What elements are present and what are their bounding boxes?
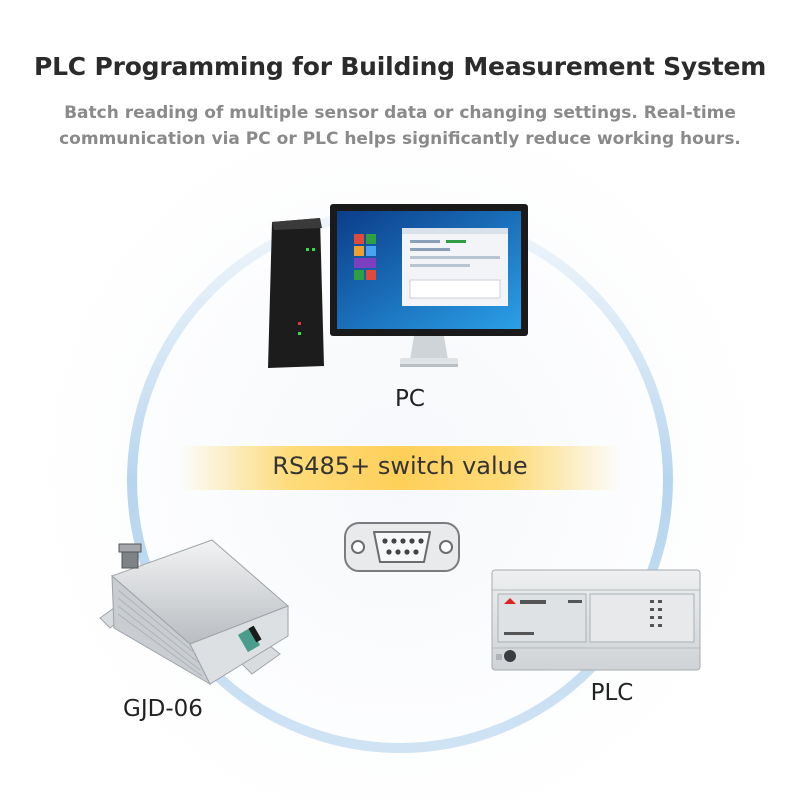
page-subtitle: Batch reading of multiple sensor data or…: [40, 100, 760, 152]
subtitle-line-1: Batch reading of multiple sensor data or…: [64, 103, 736, 123]
plc-label: PLC: [590, 680, 634, 706]
interface-label: RS485+ switch value: [272, 452, 528, 480]
interface-highlight-band: [180, 446, 620, 490]
page-title: PLC Programming for Building Measurement…: [33, 52, 767, 81]
plc-device-icon: [491, 569, 701, 671]
pc-label: PC: [395, 386, 425, 412]
sensor-device-icon: [99, 539, 289, 686]
sensor-label: GJD-06: [123, 696, 203, 722]
db9-connector-icon: [344, 522, 460, 572]
subtitle-line-2: communication via PC or PLC helps signif…: [59, 129, 741, 149]
monitor-icon: [330, 204, 528, 367]
computer-tower-icon: [268, 218, 324, 368]
